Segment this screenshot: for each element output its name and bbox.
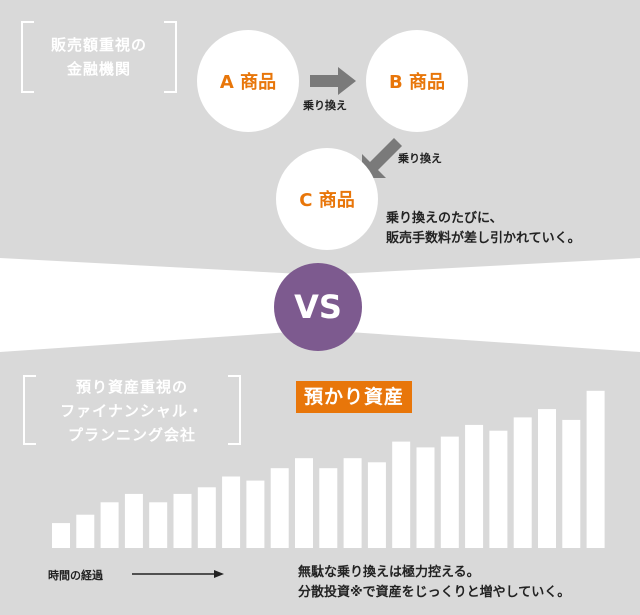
switch-label-b-c: 乗り換え [398, 152, 442, 165]
growth-bar-15 [392, 441, 411, 548]
assets-badge: 預かり資産 [296, 381, 413, 413]
bottom-label-line-1: 預り資産重視の [75, 378, 188, 396]
product-b-circle: B 商品 [366, 30, 468, 132]
growth-bar-18 [465, 424, 484, 548]
switch-label-a-b: 乗り換え [303, 99, 347, 112]
growth-bar-22 [562, 419, 581, 548]
growth-bar-4 [124, 493, 143, 548]
growth-bar-23 [586, 390, 605, 548]
growth-bar-8 [222, 476, 241, 548]
growth-bar-7 [197, 487, 216, 548]
growth-bar-11 [295, 458, 313, 548]
growth-bar-3 [100, 502, 119, 548]
top-panel-label: 販売額重視の 金融機関 [22, 33, 176, 81]
bottom-description: 無駄な乗り換えは極力控える。 分散投資※で資産をじっくりと増やしていく。 [298, 563, 570, 603]
top-label-line-2: 金融機関 [66, 60, 131, 78]
time-axis-arrow [132, 570, 224, 578]
growth-bar-12 [319, 468, 338, 548]
growth-bar-6 [173, 493, 192, 548]
growth-bar-17 [440, 436, 459, 548]
product-c-circle: C 商品 [276, 148, 378, 250]
growth-bar-21 [538, 409, 556, 548]
bottom-label-line-2: ファイナンシャル・ [60, 402, 204, 420]
top-label-bracket [21, 21, 177, 93]
top-description: 乗り換えのたびに、 販売手数料が差し引かれていく。 [386, 209, 581, 249]
growth-bar-13 [343, 458, 362, 548]
product-a-label: A 商品 [219, 72, 277, 93]
growth-bar-10 [270, 468, 289, 548]
bottom-panel-label: 預り資産重視の ファイナンシャル・ プランニング会社 [24, 375, 240, 447]
product-a-circle: A 商品 [197, 30, 299, 132]
arrow-b-to-c [362, 138, 402, 178]
bottom-label-bracket [23, 375, 241, 445]
growth-bar-2 [76, 514, 95, 548]
top-description-line-1: 乗り換えのたびに、 [386, 211, 503, 226]
asset-growth-bars [52, 390, 605, 548]
bottom-label-line-3: プランニング会社 [67, 426, 196, 444]
bottom-description-line-2: 分散投資※で資産をじっくりと増やしていく。 [298, 585, 571, 600]
product-c-label: C 商品 [299, 190, 355, 211]
growth-bar-9 [246, 480, 265, 548]
growth-bar-19 [489, 430, 508, 548]
growth-bar-20 [513, 417, 532, 548]
time-elapsed-label: 時間の経過 [48, 569, 103, 582]
vs-label: VS [294, 288, 342, 326]
top-label-line-1: 販売額重視の [50, 36, 147, 54]
growth-bar-1 [52, 523, 70, 548]
vs-circle: VS [274, 263, 362, 351]
top-description-line-2: 販売手数料が差し引かれていく。 [386, 231, 581, 246]
top-panel-background [0, 0, 640, 275]
growth-bar-5 [149, 502, 168, 548]
arrow-a-to-b [310, 67, 356, 95]
growth-bar-14 [367, 462, 386, 548]
bottom-description-line-1: 無駄な乗り換えは極力控える。 [298, 565, 480, 580]
growth-bar-16 [416, 447, 435, 548]
product-b-label: B 商品 [389, 72, 445, 93]
